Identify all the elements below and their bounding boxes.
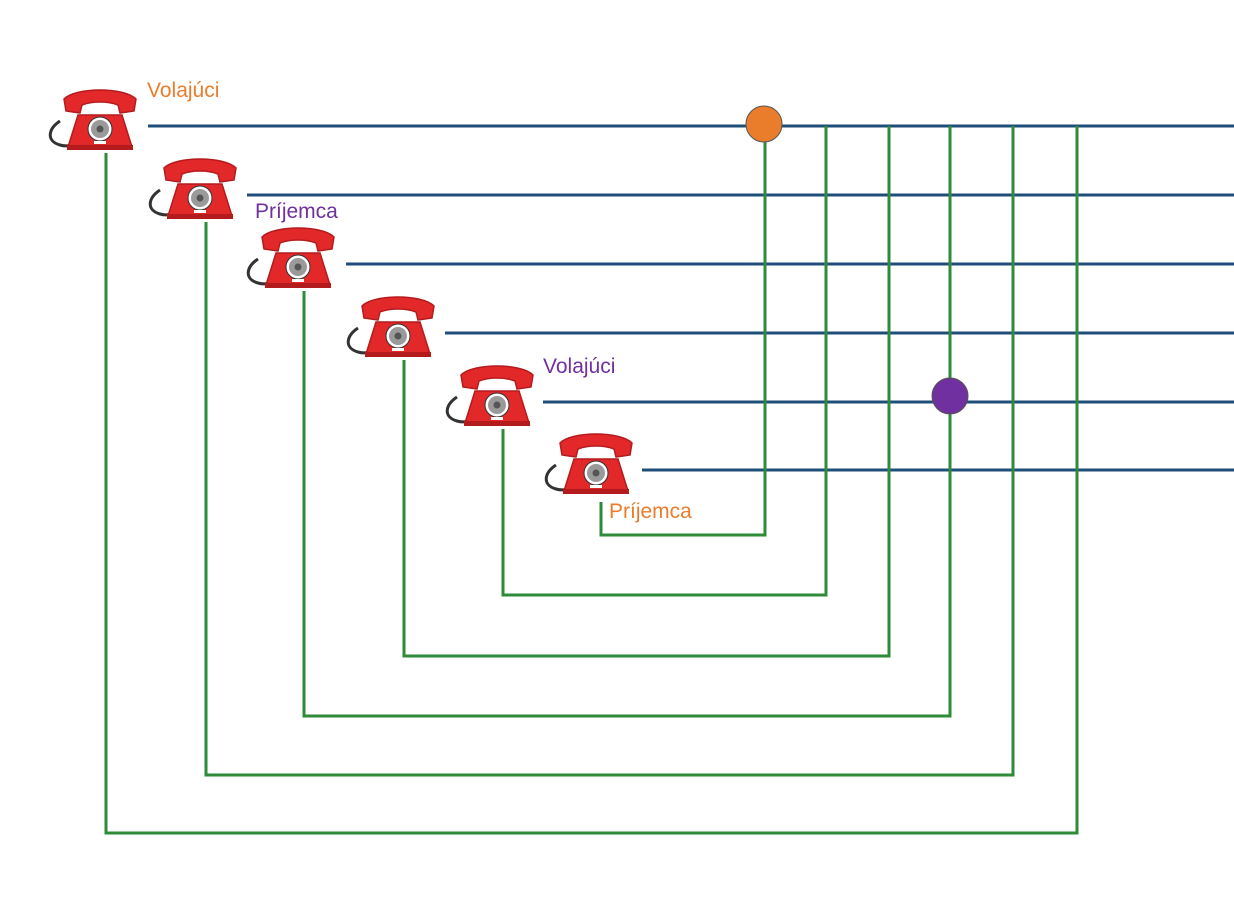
green-line-1 xyxy=(104,126,1079,835)
phones-group xyxy=(48,88,634,496)
red-rotary-telephone-icon xyxy=(445,364,535,428)
label-caller-orange: Volajúci xyxy=(147,79,219,102)
label-caller-purple: Volajúci xyxy=(543,355,615,378)
connection-node-purple xyxy=(931,377,969,415)
green-line-2 xyxy=(204,126,1015,777)
red-rotary-telephone-icon xyxy=(148,157,238,221)
label-receiver-purple: Príjemca xyxy=(255,200,338,223)
connection-node-orange xyxy=(745,105,783,143)
green-line-4 xyxy=(402,126,891,658)
wiring xyxy=(104,124,1234,835)
green-line-5 xyxy=(501,126,828,597)
green-line-3 xyxy=(302,126,952,718)
green-line-6 xyxy=(599,126,767,537)
label-receiver-orange: Príjemca xyxy=(609,500,692,523)
red-rotary-telephone-icon xyxy=(246,226,336,290)
red-rotary-telephone-icon xyxy=(48,88,138,152)
red-rotary-telephone-icon xyxy=(346,295,436,359)
connection-nodes xyxy=(745,105,969,415)
red-rotary-telephone-icon xyxy=(544,432,634,496)
